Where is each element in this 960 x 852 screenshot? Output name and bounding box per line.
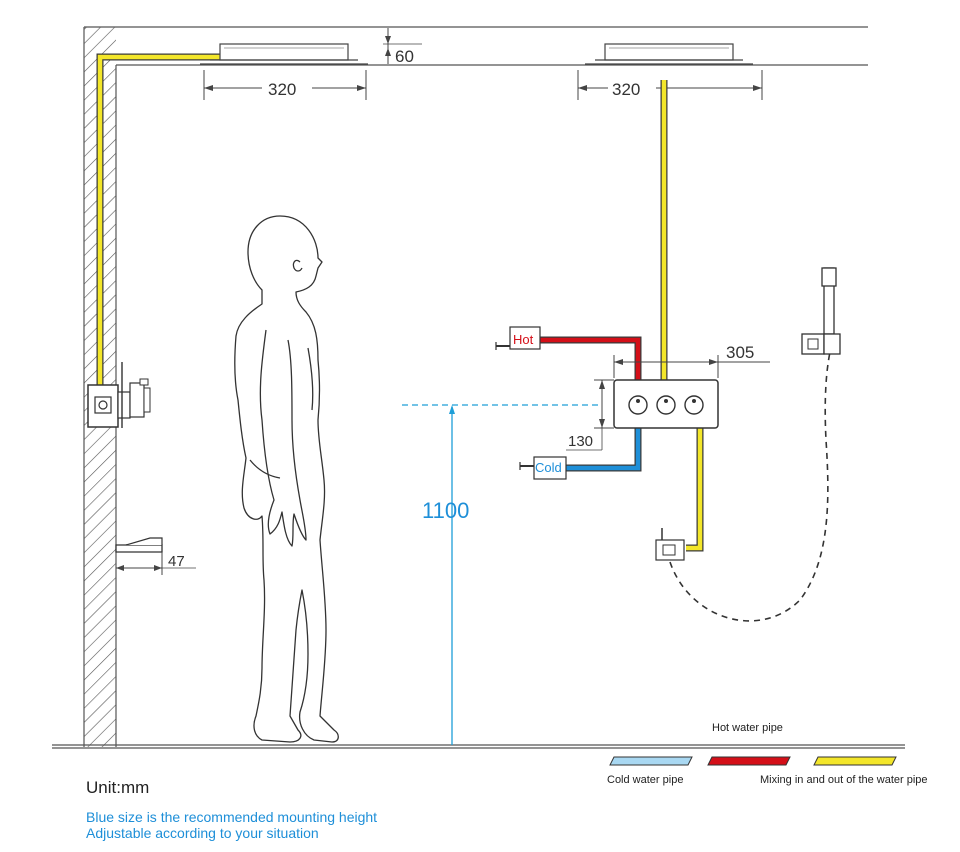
dimension-ceiling-gap: 60 — [383, 28, 422, 66]
thermostatic-valve-front — [613, 379, 719, 429]
dimension-head-1: 320 — [203, 70, 367, 100]
legend-hot-label: Hot water pipe — [712, 722, 783, 734]
hot-inlet-pipe: Hot — [495, 326, 642, 382]
human-figure — [234, 215, 339, 743]
dim-head-2-label: 320 — [612, 80, 640, 99]
hand-shower — [801, 267, 841, 355]
legend-swatches — [609, 756, 897, 766]
dimension-valve-width: 305 — [613, 343, 770, 378]
dim-valve-width-label: 305 — [726, 343, 754, 362]
shower-hose — [669, 351, 831, 622]
ceiling-shower-head-1 — [200, 43, 368, 65]
recommended-height-note: Blue size is the recommended mounting he… — [86, 809, 378, 825]
hot-label: Hot — [513, 332, 534, 347]
adjustable-note: Adjustable according to your situation — [86, 825, 319, 841]
dimension-valve-height: 130 — [566, 379, 614, 451]
wall-valve-side-view — [87, 362, 151, 428]
dim-valve-height-label: 130 — [568, 433, 593, 450]
legend-cold-label: Cold water pipe — [607, 774, 684, 786]
cold-label: Cold — [535, 460, 562, 475]
legend-cold-swatch — [609, 756, 693, 766]
dimension-head-2: 320 — [577, 70, 763, 100]
dim-mounting-height-label: 1100 — [422, 498, 469, 523]
legend-mixing-swatch — [813, 756, 897, 766]
ceiling-shower-head-2 — [585, 43, 753, 65]
dimension-mounting-height: 1100 — [402, 404, 600, 745]
dim-ceiling-gap-label: 60 — [395, 47, 414, 66]
dim-spout-label: 47 — [168, 553, 185, 570]
legend-hot-swatch — [707, 756, 791, 766]
room-outline — [52, 26, 905, 749]
cold-inlet-pipe: Cold — [519, 428, 642, 480]
wall-spout-side-view: 47 — [115, 537, 196, 575]
unit-note: Unit:mm — [86, 778, 150, 797]
legend-mixing-label: Mixing in and out of the water pipe — [760, 774, 928, 786]
hose-outlet — [655, 528, 685, 561]
wall-mixing-pipe — [96, 53, 220, 385]
dim-head-1-label: 320 — [268, 80, 296, 99]
